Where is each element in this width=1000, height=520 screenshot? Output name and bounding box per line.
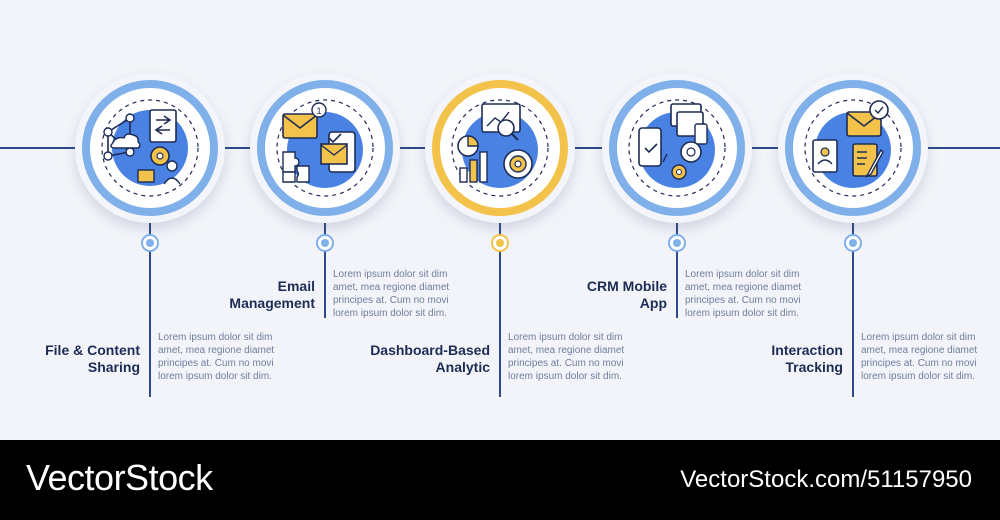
- step-title: Email Management: [229, 278, 315, 311]
- step-email-management: 1 Email Management Lorem ipsum dolor sit…: [229, 0, 449, 440]
- step-crm-mobile-app: CRM Mobile App Lorem ipsum dolor sit dim…: [587, 0, 801, 440]
- connector-line: [149, 223, 151, 397]
- step-ring: 1: [250, 73, 400, 223]
- timeline-dot: [668, 234, 686, 252]
- step-title: Dashboard-Based Analytic: [370, 342, 490, 375]
- notification-badge: 1: [316, 106, 321, 116]
- email-management-icon: 1: [276, 99, 374, 197]
- timeline-dot: [844, 234, 862, 252]
- step-title: File & Content Sharing: [45, 342, 140, 375]
- step-dashboard-analytic: Dashboard-Based Analytic Lorem ipsum dol…: [370, 0, 624, 440]
- interaction-tracking-icon: [804, 99, 902, 197]
- step-file-content-sharing: File & Content Sharing Lorem ipsum dolor…: [45, 0, 274, 440]
- timeline-dot: [316, 234, 334, 252]
- watermark-logo-text: VectorStock: [26, 457, 213, 498]
- connector-line: [499, 223, 501, 397]
- icon-holder: [82, 80, 218, 216]
- step-description: Lorem ipsum dolor sit dim amet, mea regi…: [861, 332, 978, 382]
- step-description: Lorem ipsum dolor sit dim amet, mea regi…: [333, 269, 450, 319]
- step-title: CRM Mobile App: [586, 278, 667, 311]
- crm-mobile-app-icon: [628, 99, 726, 197]
- icon-holder: 1: [257, 80, 393, 216]
- watermark-bar: VectorStock VectorStock.com/51157950: [0, 440, 1000, 520]
- timeline-dot: [141, 234, 159, 252]
- step-description: Lorem ipsum dolor sit dim amet, mea regi…: [508, 332, 625, 382]
- step-ring: [778, 73, 928, 223]
- step-description: Lorem ipsum dolor sit dim amet, mea regi…: [158, 332, 275, 382]
- icon-holder: [785, 80, 921, 216]
- step-ring: [602, 73, 752, 223]
- step-description: Lorem ipsum dolor sit dim amet, mea regi…: [685, 269, 802, 319]
- icon-holder: [609, 80, 745, 216]
- timeline-dot: [491, 234, 509, 252]
- step-ring: [75, 73, 225, 223]
- file-sharing-icon: [101, 99, 199, 197]
- watermark-id: VectorStock.com/51157950: [680, 466, 972, 493]
- step-ring: [425, 73, 575, 223]
- icon-holder: [432, 80, 568, 216]
- connector-line: [324, 223, 326, 318]
- step-interaction-tracking: Interaction Tracking Lorem ipsum dolor s…: [763, 0, 977, 440]
- step-title: Interaction Tracking: [771, 342, 843, 375]
- connector-line: [852, 223, 854, 397]
- dashboard-analytics-icon: [451, 99, 549, 197]
- connector-line: [676, 223, 678, 318]
- infographic: File & Content Sharing Lorem ipsum dolor…: [0, 0, 1000, 440]
